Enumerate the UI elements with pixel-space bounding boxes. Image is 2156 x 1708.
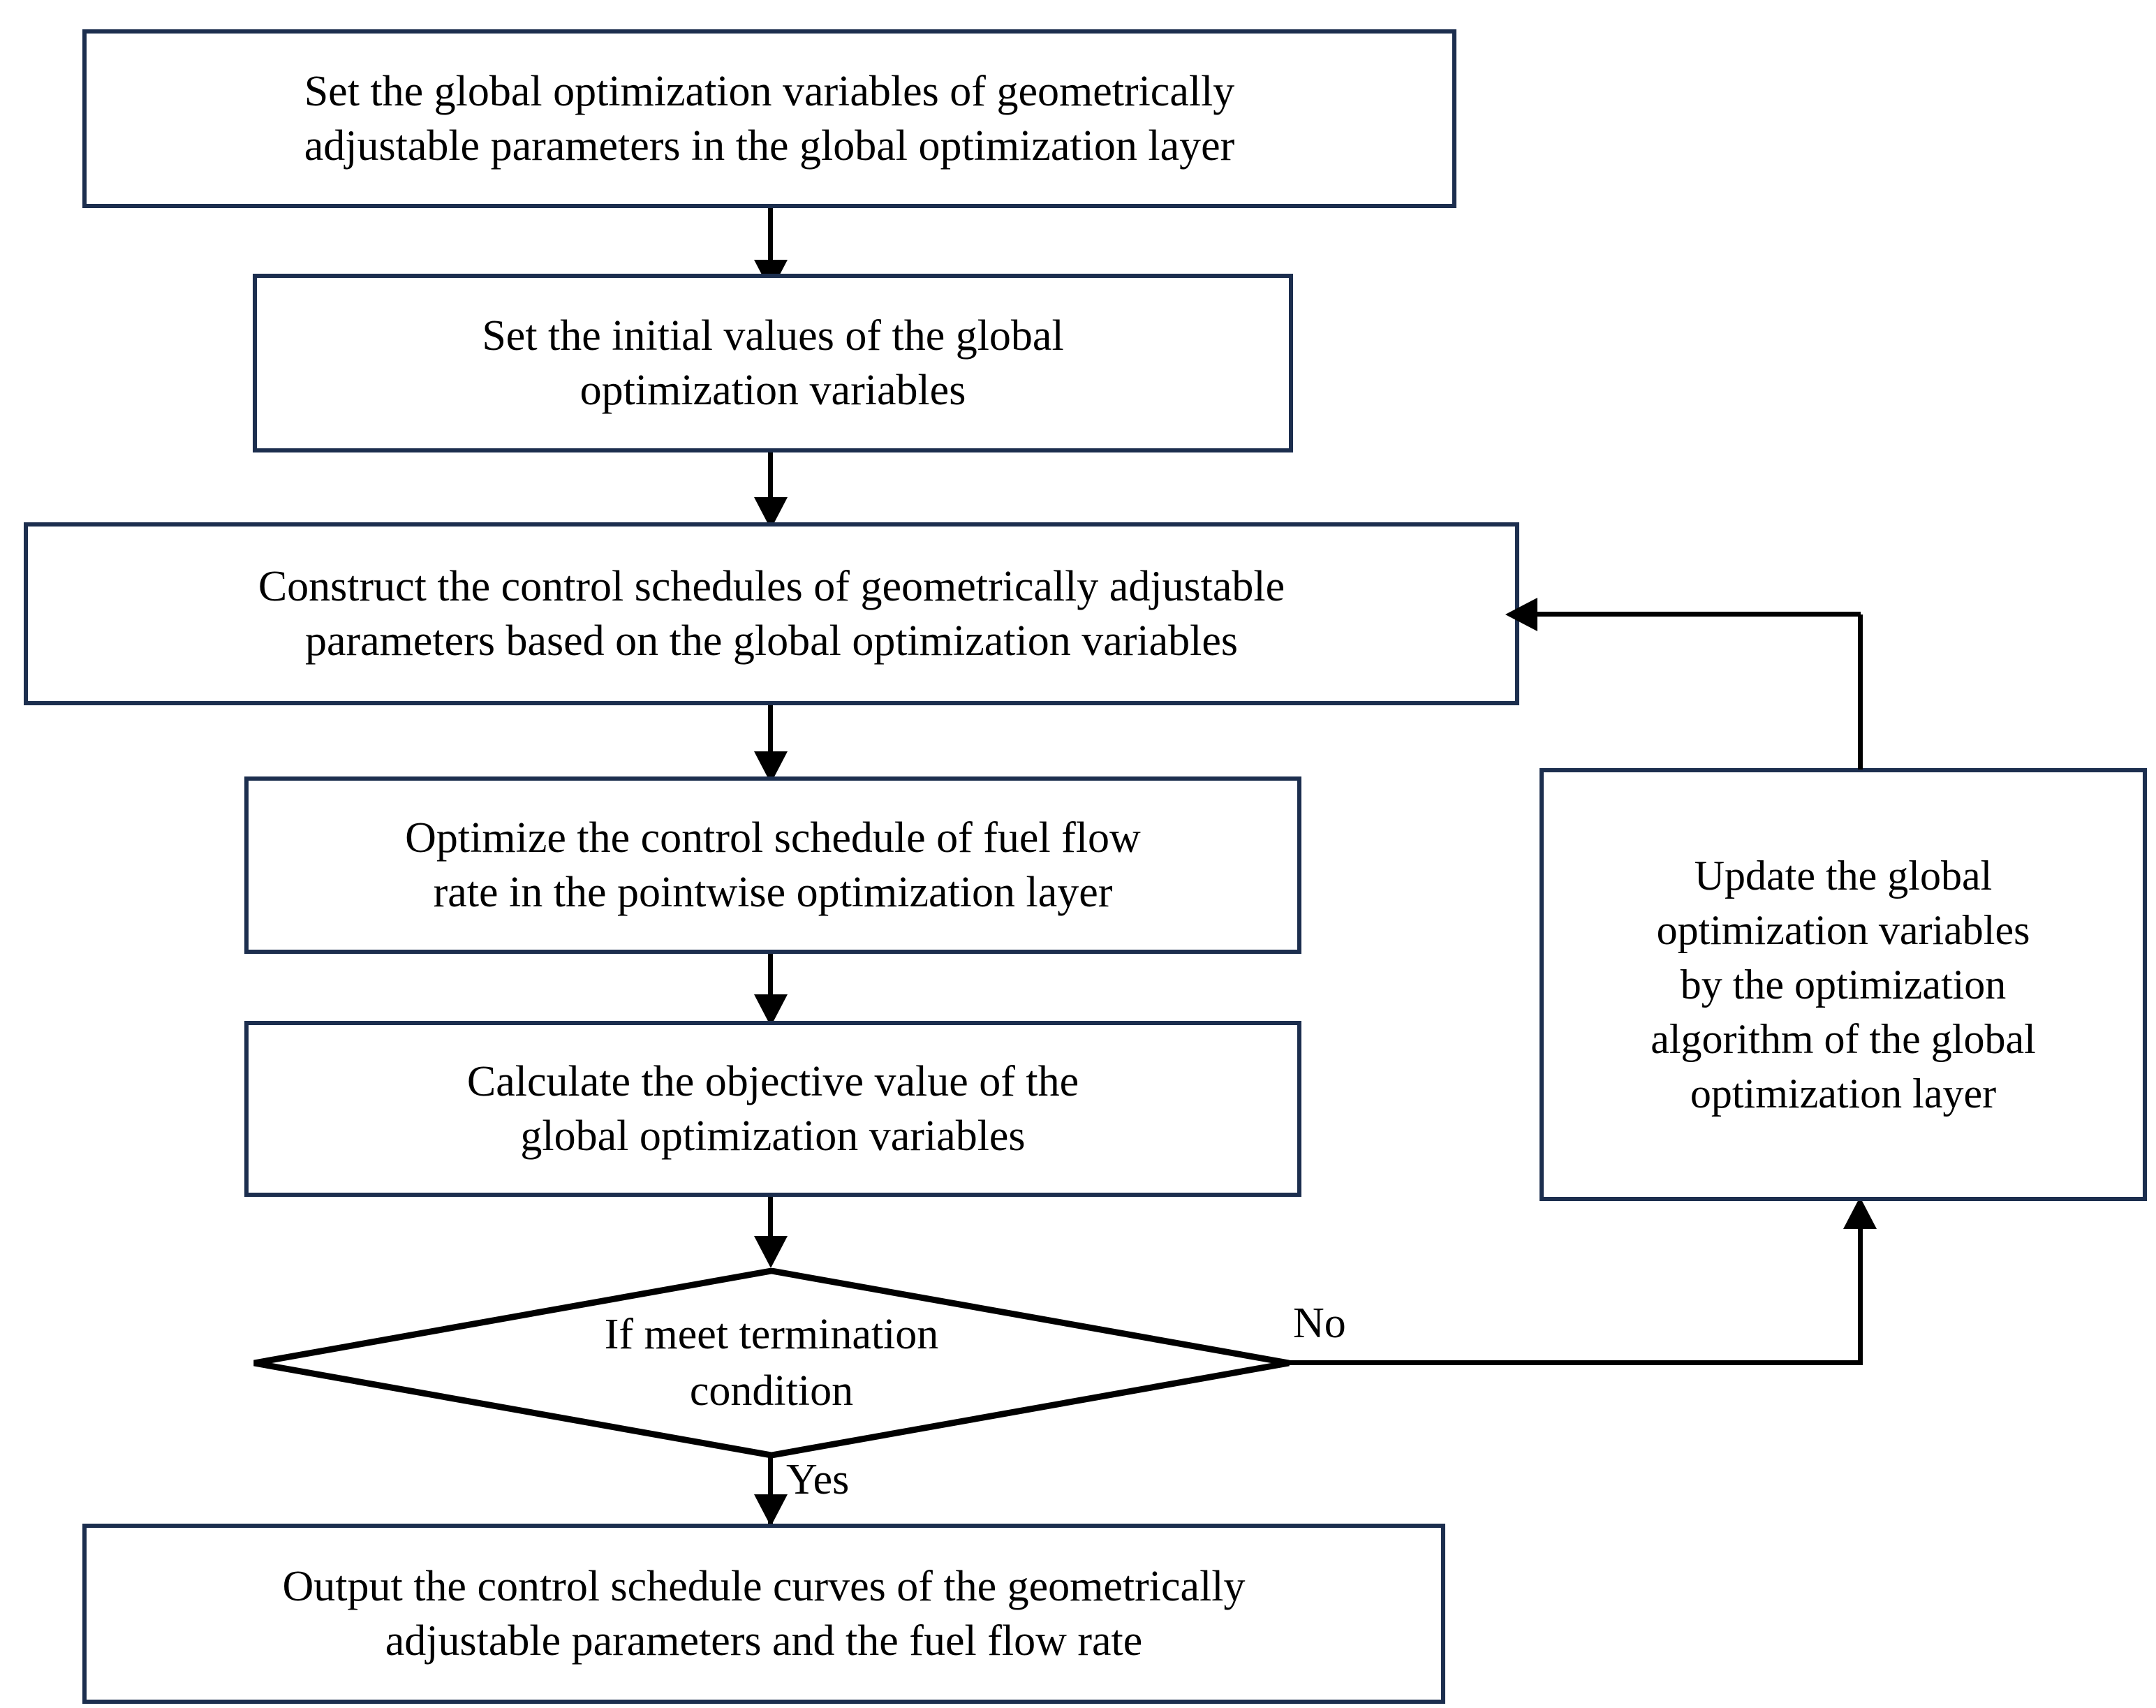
feedback-horizontal-line xyxy=(1536,612,1861,617)
connector-5-to-decision-arrowhead xyxy=(754,1236,788,1268)
node-optimize-fuel-flow-label: Optimize the control schedule of fuel fl… xyxy=(405,813,1141,916)
node-termination-condition: If meet termination condition xyxy=(251,1268,1292,1458)
yes-branch-line xyxy=(768,1455,773,1524)
node-termination-condition-label: If meet termination condition xyxy=(604,1311,939,1415)
connector-3-to-4-line xyxy=(768,705,773,767)
node-output-curves-label: Output the control schedule curves of th… xyxy=(282,1562,1246,1665)
no-branch-vertical-line xyxy=(1858,1223,1863,1363)
node-construct-schedules: Construct the control schedules of geome… xyxy=(24,522,1519,705)
node-set-global-vars-label: Set the global optimization variables of… xyxy=(304,67,1235,170)
connector-2-to-3-line xyxy=(768,452,773,510)
connector-1-to-2-line xyxy=(768,208,773,265)
no-branch-arrowhead xyxy=(1843,1197,1877,1229)
node-output-curves: Output the control schedule curves of th… xyxy=(82,1524,1445,1704)
feedback-vertical-line xyxy=(1858,614,1863,770)
node-update-global-vars: Update the global optimization variables… xyxy=(1540,768,2147,1201)
edge-label-no: No xyxy=(1293,1300,1346,1347)
edge-label-yes: Yes xyxy=(786,1456,850,1503)
node-set-initial-values: Set the initial values of the global opt… xyxy=(253,274,1293,452)
node-update-global-vars-label: Update the global optimization variables… xyxy=(1651,853,2036,1117)
no-branch-horizontal-line xyxy=(1289,1360,1863,1365)
yes-branch-arrowhead xyxy=(754,1494,788,1526)
node-optimize-fuel-flow: Optimize the control schedule of fuel fl… xyxy=(244,776,1301,954)
node-construct-schedules-label: Construct the control schedules of geome… xyxy=(258,562,1285,665)
node-set-global-vars: Set the global optimization variables of… xyxy=(82,29,1456,208)
connector-5-to-decision-line xyxy=(768,1197,773,1251)
node-calculate-objective-label: Calculate the objective value of the glo… xyxy=(466,1057,1079,1160)
connector-4-to-5-line xyxy=(768,954,773,1010)
feedback-arrowhead xyxy=(1505,598,1537,631)
node-set-initial-values-label: Set the initial values of the global opt… xyxy=(482,311,1064,414)
node-calculate-objective: Calculate the objective value of the glo… xyxy=(244,1021,1301,1197)
